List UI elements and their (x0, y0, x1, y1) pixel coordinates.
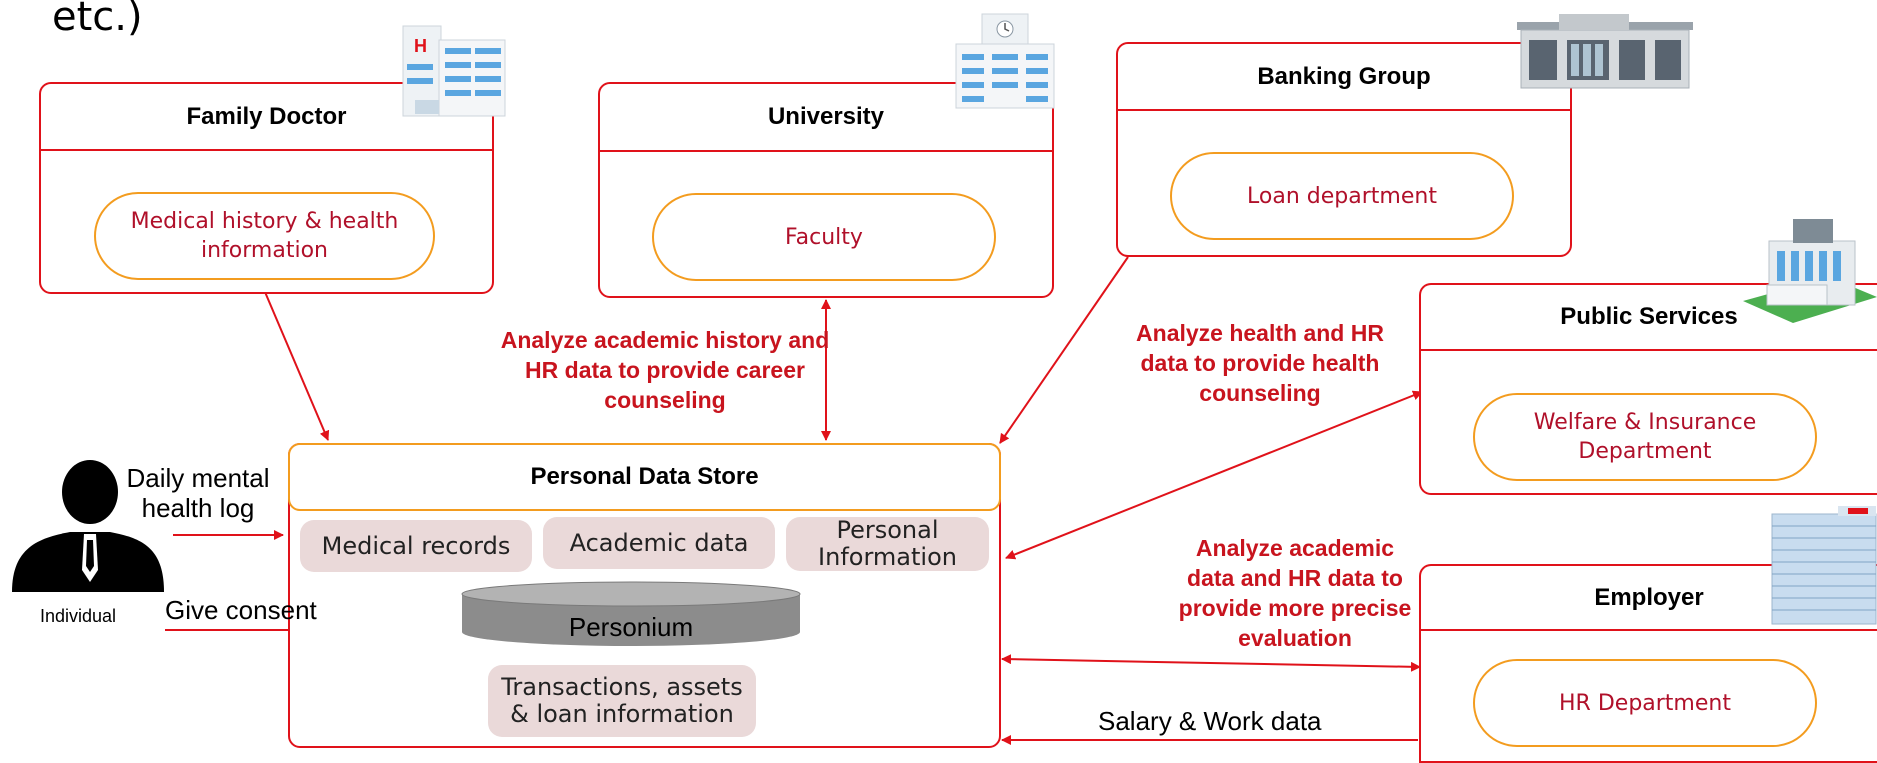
university-title: University (767, 103, 885, 130)
daily-mental-log-label: Daily mental health log (126, 463, 270, 523)
svg-text:H: H (414, 36, 427, 56)
medical-history-label: Medical history & health information (130, 209, 399, 263)
family-doctor-title: Family Doctor (186, 102, 347, 130)
career-counseling-annotation: Analyze academic history and HR data to … (500, 327, 830, 413)
hospital-building-icon: H (402, 25, 506, 117)
person-silhouette-icon (12, 460, 164, 592)
family-doctor-box: Family Doctor Medical history & health i… (39, 82, 494, 294)
salary-work-data-label: Salary & Work data (1098, 706, 1322, 736)
university-building-icon (955, 13, 1055, 109)
office-tower-icon (1771, 506, 1877, 625)
family-doctor-header: Family Doctor (41, 84, 492, 151)
welfare-pill: Welfare & Insurance Department (1473, 393, 1817, 481)
transactions-label: Transactions, assets & loan information (501, 673, 743, 728)
medical-history-pill: Medical history & health information (94, 192, 435, 280)
personium-cylinder-icon (461, 581, 801, 646)
loan-department-label: Loan department (1247, 183, 1437, 209)
pds-header: Personal Data Store (288, 443, 1001, 511)
arrow-pds-public (1005, 390, 1423, 560)
banking-group-header: Banking Group (1118, 44, 1570, 111)
health-counseling-annotation: Analyze health and HR data to provide he… (1136, 320, 1384, 406)
personal-information-tag: Personal Information (786, 517, 989, 571)
give-consent-label: Give consent (165, 595, 317, 625)
university-box: University Faculty (598, 82, 1054, 298)
individual-label: Individual (40, 606, 117, 626)
banking-group-title: Banking Group (1257, 62, 1431, 90)
personium-label: Personium (568, 612, 694, 642)
medical-records-label: Medical records (321, 531, 511, 560)
hr-department-pill: HR Department (1473, 659, 1817, 747)
evaluation-annotation: Analyze academic data and HR data to pro… (1178, 535, 1412, 651)
public-services-header: Public Services (1421, 285, 1877, 351)
arrow-pds-employer (1001, 654, 1421, 672)
faculty-label: Faculty (785, 224, 863, 250)
arrow-family-to-pds (264, 291, 330, 441)
medical-records-tag: Medical records (300, 520, 532, 572)
employer-title: Employer (1594, 583, 1704, 611)
transactions-tag: Transactions, assets & loan information (488, 665, 756, 737)
government-building-icon (1743, 219, 1877, 323)
hr-department-label: HR Department (1559, 690, 1731, 716)
university-header: University (600, 84, 1052, 152)
public-services-title: Public Services (1560, 303, 1738, 330)
welfare-label: Welfare & Insurance Department (1533, 410, 1757, 464)
personal-information-label: Personal Information (818, 516, 957, 571)
academic-data-tag: Academic data (543, 517, 775, 569)
employer-header: Employer (1421, 566, 1877, 631)
academic-data-label: Academic data (569, 528, 749, 557)
pds-title: Personal Data Store (530, 463, 759, 490)
loan-department-pill: Loan department (1170, 152, 1514, 240)
top-partial-text: etc.) (52, 0, 143, 40)
bank-building-icon (1517, 14, 1693, 89)
faculty-pill: Faculty (652, 193, 996, 281)
banking-group-box: Banking Group Loan department (1116, 42, 1572, 257)
